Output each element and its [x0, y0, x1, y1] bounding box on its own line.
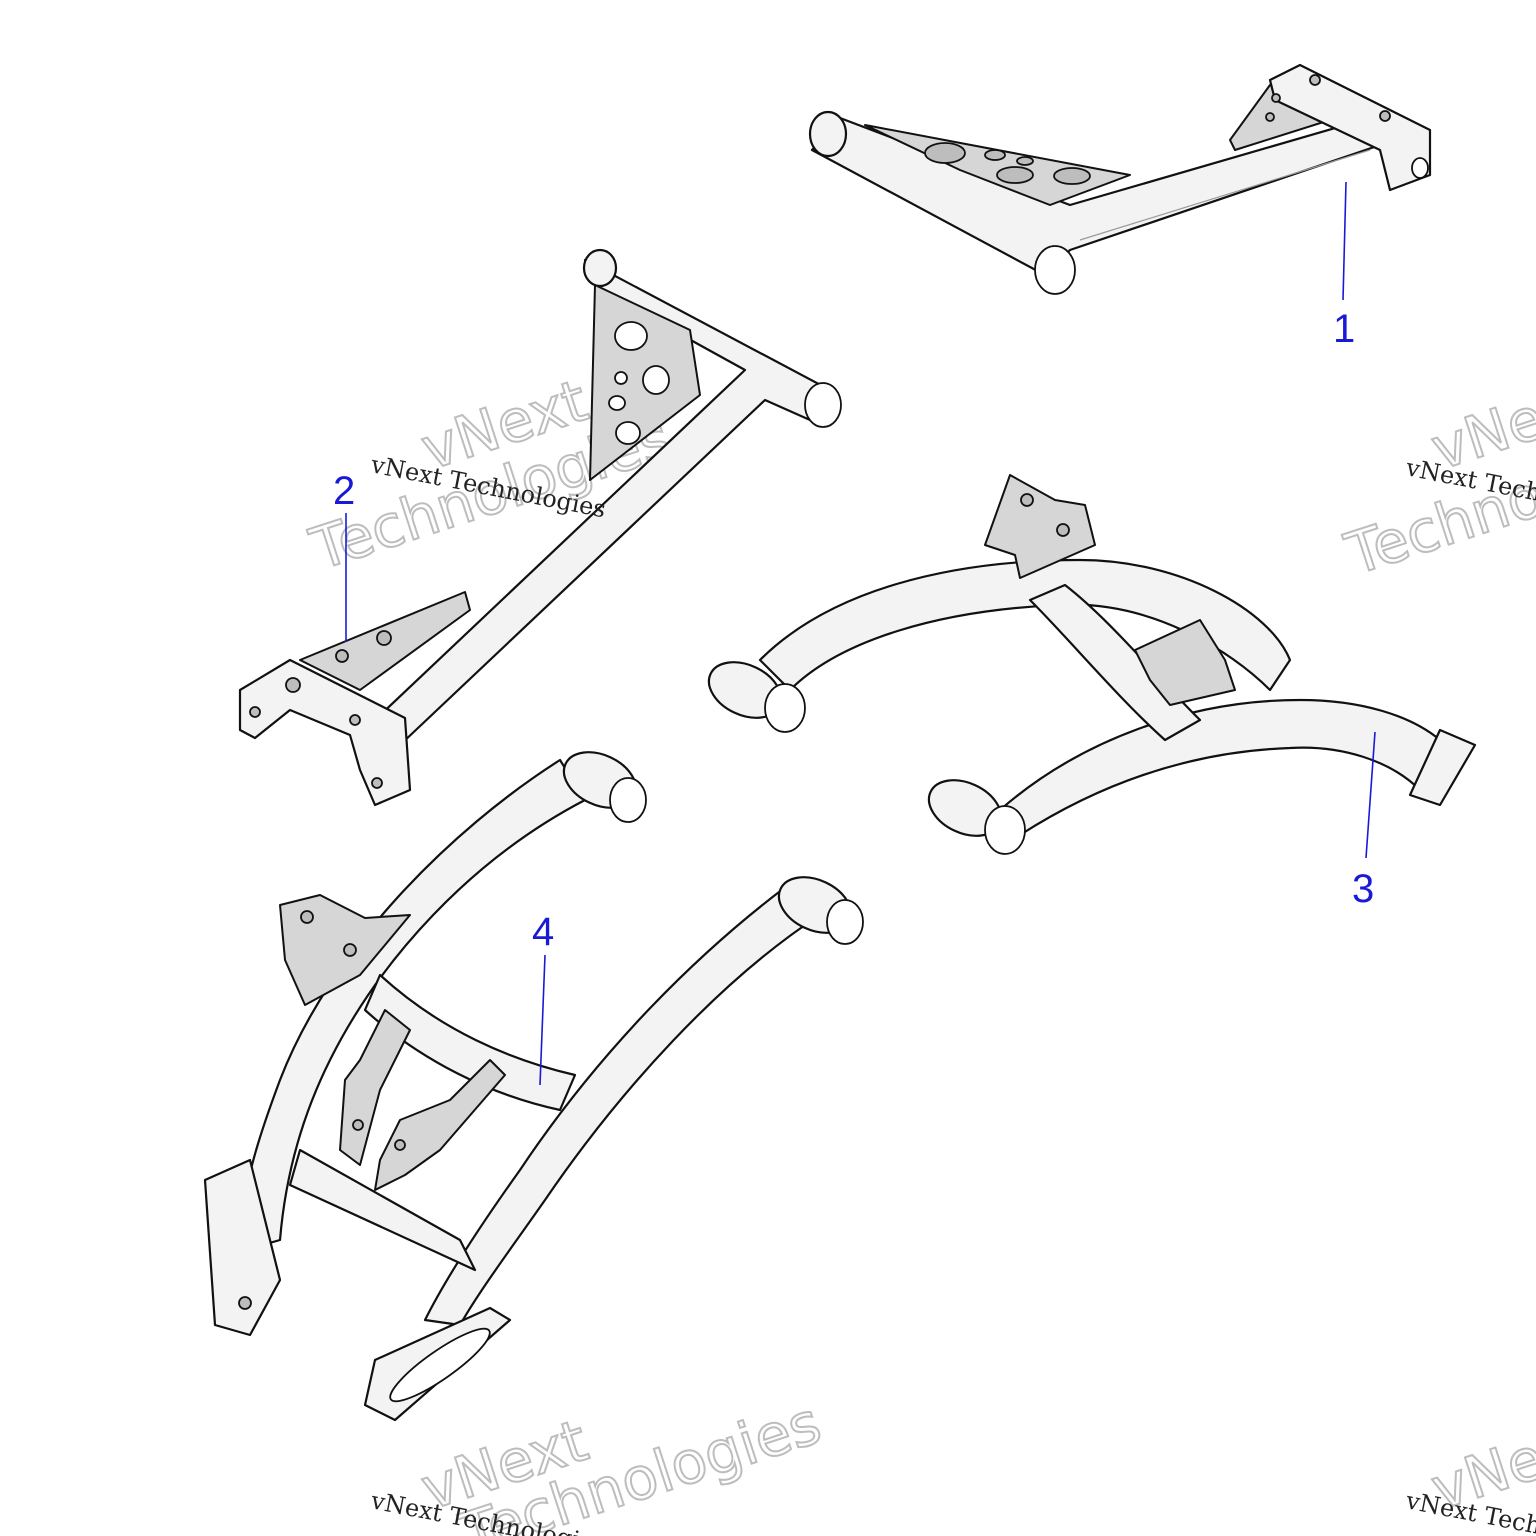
- callout-number-4: 4: [532, 910, 554, 954]
- callout-number-1: 1: [1333, 307, 1355, 351]
- callout-leader-4: [539, 954, 546, 1086]
- callout-number-2: 2: [333, 469, 355, 513]
- callout-group: 1 2 3 4: [333, 181, 1376, 1086]
- part-3-a-arm: [707, 474, 1477, 855]
- watermark-group: vNext Technologies vNext Technologies vN…: [301, 365, 1536, 1536]
- callout-leader-1: [1342, 181, 1347, 301]
- callout-leader-3: [1365, 731, 1376, 859]
- part-2-a-arm: [238, 248, 842, 807]
- part-4-a-arm: [203, 751, 864, 1422]
- part-1-a-arm: [808, 63, 1432, 295]
- callout-number-3: 3: [1352, 867, 1374, 911]
